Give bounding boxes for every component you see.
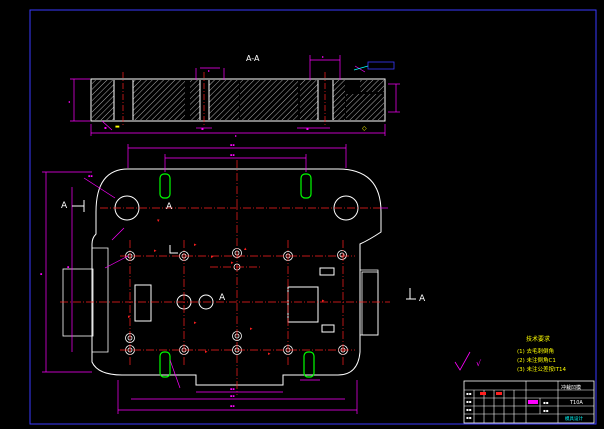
roughness-symbol: √ bbox=[454, 351, 482, 371]
drawing-frame bbox=[29, 9, 597, 425]
svg-text:▬: ▬ bbox=[115, 124, 120, 130]
section-marks: A A A A bbox=[61, 200, 426, 304]
svg-text:▪: ▪ bbox=[104, 125, 107, 130]
right-notch bbox=[360, 269, 379, 336]
section-mark-center: A bbox=[166, 202, 173, 212]
svg-text:▸: ▸ bbox=[235, 133, 237, 138]
svg-text:▪▪: ▪▪ bbox=[230, 394, 235, 398]
section-mark-top-left: A bbox=[61, 201, 68, 211]
hatch-block-3 bbox=[190, 80, 200, 120]
title-material: T10A bbox=[569, 400, 583, 406]
svg-text:▾: ▾ bbox=[157, 218, 160, 224]
tech-requirements: 技术要求 (1) 去毛刺倒角 (2) 未注倒角C1 (3) 未注公差按IT14 bbox=[517, 335, 567, 373]
svg-text:▸: ▸ bbox=[208, 68, 210, 73]
left-notch bbox=[92, 247, 109, 353]
svg-text:▪▪: ▪▪ bbox=[88, 174, 93, 178]
svg-text:▪: ▪ bbox=[201, 126, 204, 131]
section-mark-mid: A bbox=[219, 293, 226, 303]
svg-text:▪▪: ▪▪ bbox=[230, 153, 235, 157]
svg-text:◇: ◇ bbox=[362, 125, 367, 132]
section-view: A-A bbox=[68, 54, 400, 138]
die-opening-right bbox=[287, 286, 319, 323]
title-block: 冲裁凹模 T10A 模具设计 ▪▪ ▪▪ ▪▪ ▪▪ ▪▪ ▪▪ bbox=[463, 380, 595, 424]
section-outline bbox=[90, 78, 386, 122]
svg-text:▸: ▸ bbox=[211, 254, 214, 260]
plate-outline bbox=[91, 168, 382, 386]
svg-text:▸: ▸ bbox=[194, 320, 197, 326]
svg-text:▴: ▴ bbox=[244, 246, 247, 252]
svg-text:▸: ▸ bbox=[231, 260, 234, 266]
tech-req-item-1: (1) 去毛刺倒角 bbox=[517, 347, 554, 355]
roughness-text: √ bbox=[476, 359, 482, 368]
die-opening-left bbox=[134, 284, 152, 322]
svg-text:▪: ▪ bbox=[67, 265, 70, 269]
svg-text:▪▪: ▪▪ bbox=[466, 399, 472, 404]
section-view-label: A-A bbox=[246, 54, 260, 63]
hatch-block-9 bbox=[360, 80, 384, 92]
svg-text:▪▪: ▪▪ bbox=[543, 400, 549, 405]
left-pocket bbox=[62, 268, 94, 337]
hatch-block-2 bbox=[133, 80, 185, 120]
svg-text:▸: ▸ bbox=[322, 54, 324, 59]
slot-top-left bbox=[159, 173, 171, 199]
svg-text:▸: ▸ bbox=[205, 349, 208, 355]
hatch-block-7 bbox=[333, 80, 345, 120]
slot-bottom-left bbox=[159, 351, 171, 378]
svg-text:▪▪: ▪▪ bbox=[466, 407, 472, 412]
svg-text:▪: ▪ bbox=[306, 126, 309, 131]
slot-bottom-right bbox=[303, 351, 315, 378]
plan-view: ▪▪ ▪▪ ▪▪ ▪▪ ▪▪ ▪ ▪ ▪▪ A A A A ▸ ▾ ▸ ▴ bbox=[40, 143, 426, 414]
hatch-block-4 bbox=[209, 80, 239, 120]
right-pocket bbox=[361, 271, 379, 336]
hatch-block-5 bbox=[240, 80, 298, 120]
svg-text:▸: ▸ bbox=[154, 248, 157, 254]
svg-text:▪▪: ▪▪ bbox=[230, 143, 235, 147]
hatch-block-8 bbox=[346, 94, 384, 120]
hatch-block-1 bbox=[92, 80, 114, 120]
tech-req-item-2: (2) 未注倒角C1 bbox=[517, 356, 556, 364]
section-mark-right: A bbox=[419, 294, 426, 304]
slot-top-right bbox=[300, 173, 312, 199]
svg-text:▪▪: ▪▪ bbox=[543, 408, 549, 413]
svg-text:▸: ▸ bbox=[194, 242, 197, 248]
svg-text:▪▪: ▪▪ bbox=[230, 387, 235, 391]
tech-req-title: 技术要求 bbox=[526, 335, 550, 343]
svg-text:▸: ▸ bbox=[322, 298, 325, 304]
svg-text:▪: ▪ bbox=[40, 272, 43, 276]
title-part-name: 冲裁凹模 bbox=[561, 384, 581, 391]
svg-text:▪▪: ▪▪ bbox=[466, 415, 472, 420]
svg-text:▸: ▸ bbox=[250, 326, 253, 332]
title-school: 模具设计 bbox=[565, 415, 583, 422]
small-opening-1 bbox=[319, 267, 335, 276]
hatch-block-6 bbox=[300, 80, 318, 120]
svg-text:◂: ◂ bbox=[68, 99, 70, 104]
svg-text:▪▪: ▪▪ bbox=[230, 404, 235, 408]
roughness-callout-box bbox=[367, 61, 395, 70]
svg-text:▸: ▸ bbox=[268, 351, 271, 357]
svg-text:▪▪: ▪▪ bbox=[466, 391, 472, 396]
small-opening-2 bbox=[321, 324, 335, 333]
svg-text:▸: ▸ bbox=[128, 314, 131, 320]
tech-req-item-3: (3) 未注公差按IT14 bbox=[517, 365, 567, 373]
